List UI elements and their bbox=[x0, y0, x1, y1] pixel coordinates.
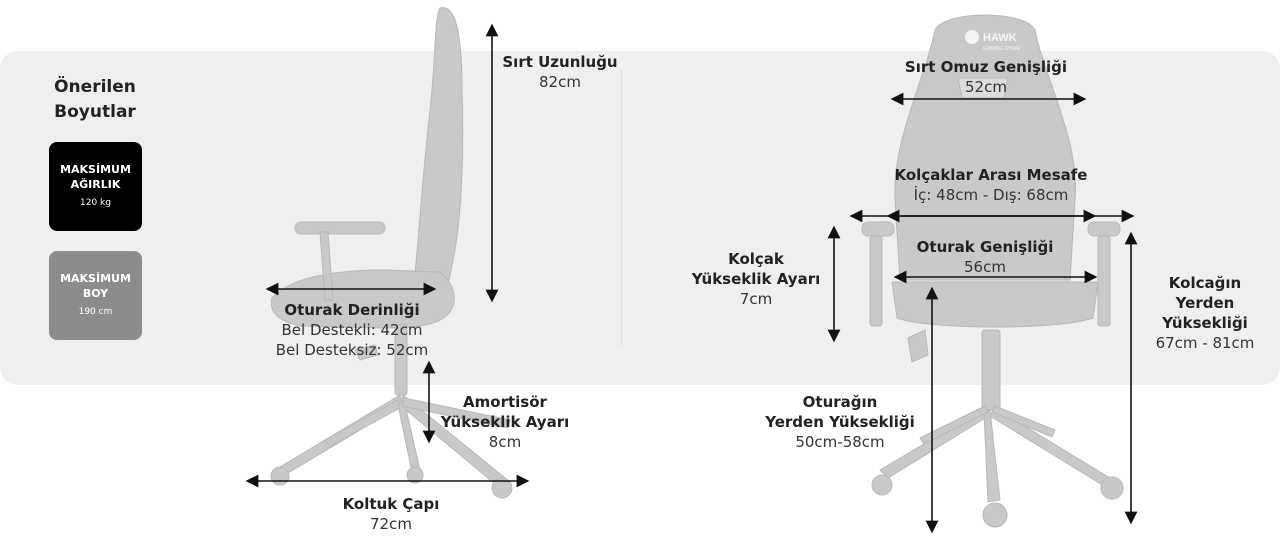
armrest-floor-title-3: Yüksekliği bbox=[1162, 314, 1248, 332]
seat-depth-line2: Bel Desteksiz: 52cm bbox=[275, 341, 429, 359]
max-height-label: MAKSİMUM BOY bbox=[60, 272, 131, 300]
armrest-adjust-label: Kolçak Yükseklik Ayarı 7cm bbox=[680, 249, 832, 309]
seat-depth-line1: Bel Destekli: 42cm bbox=[281, 321, 423, 339]
view-divider bbox=[621, 70, 622, 346]
max-height-value: 190 cm bbox=[78, 307, 113, 317]
seat-floor-title-1: Oturağın bbox=[802, 393, 878, 411]
armrest-adjust-title-2: Yükseklik Ayarı bbox=[691, 270, 821, 288]
armrest-distance-title: Kolçaklar Arası Mesafe bbox=[894, 166, 1088, 184]
back-length-title: Sırt Uzunluğu bbox=[502, 53, 618, 71]
shoulder-width-value: 52cm bbox=[965, 78, 1007, 96]
base-diameter-value: 72cm bbox=[370, 515, 412, 533]
shoulder-width-label: Sırt Omuz Genişliği 52cm bbox=[886, 57, 1086, 97]
armrest-adjust-title-1: Kolçak bbox=[728, 250, 784, 268]
gas-lift-value: 8cm bbox=[488, 433, 522, 451]
title-line-1: Önerilen bbox=[54, 77, 136, 97]
hawk-logo bbox=[965, 30, 979, 44]
seat-floor-title-2: Yerden Yüksekliği bbox=[765, 413, 915, 431]
armrest-distance-value: İç: 48cm - Dış: 68cm bbox=[913, 186, 1069, 204]
recommended-sizes-title: Önerilen Boyutlar bbox=[30, 75, 160, 125]
max-weight-card: MAKSİMUM AĞIRLIK 120 kg bbox=[49, 142, 142, 231]
gas-lift-label: Amortisör Yükseklik Ayarı 8cm bbox=[430, 392, 580, 452]
seat-width-value: 56cm bbox=[964, 258, 1006, 276]
seat-width-title: Oturak Genişliği bbox=[916, 238, 1054, 256]
max-weight-value: 120 kg bbox=[80, 198, 111, 208]
armrest-floor-label: Kolcağın Yerden Yüksekliği 67cm - 81cm bbox=[1140, 273, 1270, 353]
title-line-2: Boyutlar bbox=[54, 102, 136, 122]
armrest-floor-title-2: Yerden bbox=[1175, 294, 1235, 312]
base-diameter-label: Koltuk Çapı 72cm bbox=[316, 494, 466, 534]
seat-floor-value: 50cm-58cm bbox=[795, 433, 885, 451]
max-weight-label: MAKSİMUM AĞIRLIK bbox=[60, 163, 131, 191]
seat-floor-label: Oturağın Yerden Yüksekliği 50cm-58cm bbox=[755, 392, 925, 452]
seat-depth-label: Oturak Derinliği Bel Destekli: 42cm Bel … bbox=[262, 300, 442, 360]
seat-width-label: Oturak Genişliği 56cm bbox=[900, 237, 1070, 277]
gas-lift-title-2: Yükseklik Ayarı bbox=[440, 413, 570, 431]
armrest-floor-value: 67cm - 81cm bbox=[1155, 334, 1255, 352]
armrest-floor-title-1: Kolcağın bbox=[1168, 274, 1242, 292]
max-height-card: MAKSİMUM BOY 190 cm bbox=[49, 251, 142, 340]
logo-text: HAWK bbox=[983, 32, 1017, 44]
shoulder-width-title: Sırt Omuz Genişliği bbox=[904, 58, 1068, 76]
armrest-adjust-value: 7cm bbox=[739, 290, 773, 308]
armrest-distance-label: Kolçaklar Arası Mesafe İç: 48cm - Dış: 6… bbox=[880, 165, 1102, 205]
logo-subtext: GAMING CHAIR bbox=[983, 46, 1021, 52]
back-length-value: 82cm bbox=[539, 73, 581, 91]
gas-lift-title-1: Amortisör bbox=[463, 393, 547, 411]
seat-depth-title: Oturak Derinliği bbox=[284, 301, 420, 319]
back-length-label: Sırt Uzunluğu 82cm bbox=[495, 52, 625, 92]
base-diameter-title: Koltuk Çapı bbox=[342, 495, 440, 513]
